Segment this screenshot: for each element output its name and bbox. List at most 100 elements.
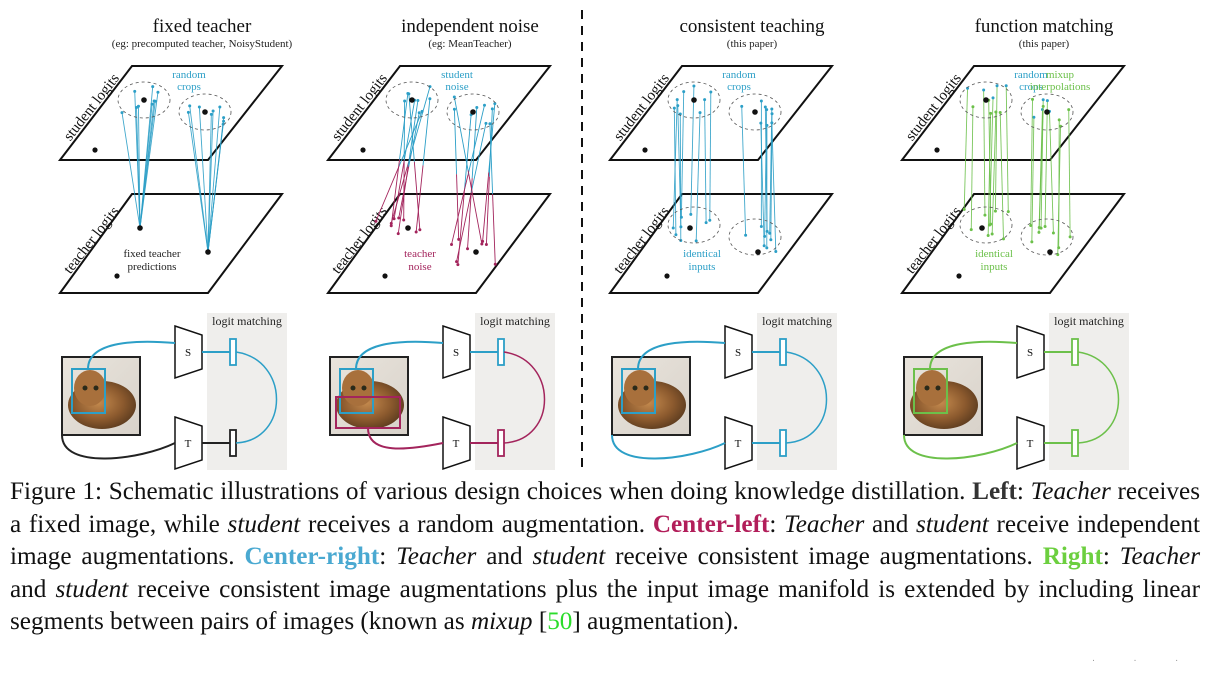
match-line <box>1044 100 1048 227</box>
match-line <box>403 100 416 160</box>
match-line <box>999 112 1004 239</box>
student-sample <box>703 98 707 102</box>
cat-eye <box>935 385 941 391</box>
teacher-annotation: noise <box>408 261 431 273</box>
student-annotation: crops <box>727 81 751 93</box>
teacher-annotation: inputs <box>689 261 716 273</box>
student-annotation: student <box>441 69 473 81</box>
cluster-center <box>409 97 415 103</box>
match-line <box>415 165 424 233</box>
student-sample <box>765 123 769 127</box>
cluster-outline <box>728 93 782 131</box>
student-annotation: random <box>1014 69 1048 81</box>
teacher-annotation: predictions <box>128 261 177 273</box>
teacher-point <box>114 273 120 279</box>
student-sample <box>1067 108 1071 112</box>
logit-matching-label: logit matching <box>480 314 550 328</box>
student-annotation: random <box>172 69 206 81</box>
student-sample <box>1031 97 1035 101</box>
student-sample <box>966 86 970 90</box>
match-line <box>467 170 483 245</box>
student-sample <box>1045 99 1049 103</box>
match-line <box>207 106 221 253</box>
matching-arc <box>503 351 546 444</box>
teacher-logit-bar <box>497 429 505 457</box>
student-sample <box>676 104 680 108</box>
teacher-sample <box>389 224 393 228</box>
student-sample <box>998 110 1002 114</box>
cat-eye <box>924 385 930 391</box>
match-line <box>138 106 141 229</box>
cat-eye <box>632 385 638 391</box>
cluster-outline <box>667 206 721 244</box>
match-line <box>1040 99 1044 229</box>
teacher-input-line <box>61 434 176 460</box>
student-sample <box>490 107 494 111</box>
match-line <box>207 114 212 253</box>
match-line <box>970 106 974 230</box>
teacher-sample <box>762 244 766 248</box>
cluster-outline <box>446 93 500 131</box>
teacher-network <box>174 415 203 471</box>
teacher-plane <box>608 193 834 294</box>
cluster-outline <box>667 81 721 119</box>
teacher-sample <box>689 212 693 216</box>
match-line <box>673 108 677 235</box>
match-line <box>1030 99 1033 226</box>
cluster-outline <box>959 81 1013 119</box>
teacher-sample <box>704 221 708 225</box>
student-sample <box>417 111 421 115</box>
logit-matching-label: logit matching <box>762 314 832 328</box>
cluster-center <box>141 97 147 103</box>
cat-head <box>916 370 948 406</box>
student-sample <box>1041 98 1045 102</box>
teacher-sample <box>1006 210 1010 214</box>
cat-head <box>624 370 656 406</box>
cluster-outline <box>117 81 171 119</box>
match-line <box>1049 111 1054 234</box>
student-point <box>360 147 366 153</box>
student-sample <box>222 116 226 120</box>
teacher-sample <box>962 207 966 211</box>
logit-matching-label: logit matching <box>1054 314 1124 328</box>
caption-right-label: Right <box>1042 543 1103 571</box>
student-logit-bar <box>497 338 505 366</box>
panel-title: consistent teaching <box>679 16 825 37</box>
student-sample <box>484 121 488 125</box>
student-sample <box>221 122 225 126</box>
teacher-network-label: T <box>735 438 742 450</box>
teacher-sample <box>374 219 378 223</box>
student-sample <box>428 97 432 101</box>
student-annotation: noise <box>445 81 468 93</box>
citation-link[interactable]: 50 <box>547 608 573 636</box>
teacher-sample <box>988 223 992 227</box>
match-line <box>410 86 431 156</box>
teacher-sample <box>396 232 400 236</box>
student-sample <box>211 109 215 113</box>
match-line <box>399 93 409 160</box>
teacher-sample <box>466 247 470 251</box>
teacher-sample <box>455 260 459 264</box>
match-line <box>991 111 997 235</box>
teacher-sample <box>402 218 406 222</box>
match-line <box>963 88 968 210</box>
logit-matching-box <box>757 313 837 470</box>
teacher-sample <box>397 216 401 220</box>
teacher-sample <box>679 225 683 229</box>
student-axis-label: student logits <box>61 71 123 144</box>
student-sample <box>763 105 767 109</box>
match-line <box>422 98 431 166</box>
teacher-sample <box>694 239 698 243</box>
match-line <box>408 112 420 166</box>
logit-matching-box <box>207 313 287 470</box>
student-sample <box>675 98 679 102</box>
match-line <box>467 105 485 175</box>
cluster-outline <box>385 81 439 119</box>
match-line <box>390 159 400 226</box>
cluster-center <box>137 225 143 231</box>
cat-eye <box>82 385 88 391</box>
student-sample <box>136 104 140 108</box>
teacher-annotation: identical <box>975 248 1013 260</box>
student-plane <box>607 65 835 161</box>
match-line <box>482 172 490 242</box>
